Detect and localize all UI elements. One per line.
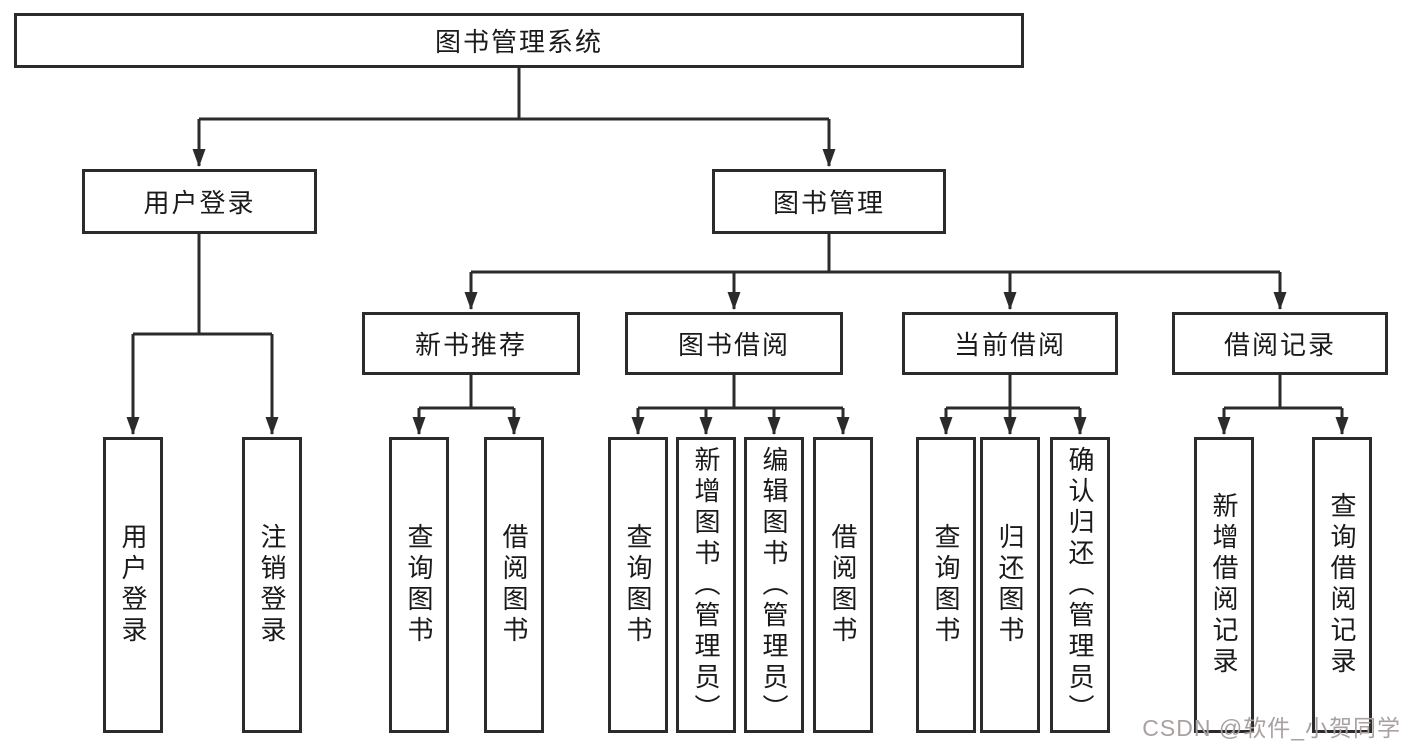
- leaf-records-query-record: 查询借阅记录: [1312, 437, 1372, 733]
- leaf-current-query-books: 查询图书: [916, 437, 976, 733]
- node-book-borrowing: 图书借阅: [625, 312, 843, 375]
- node-library-management-system: 图书管理系统: [14, 13, 1024, 68]
- leaf-borrowing-edit-books-admin: 编辑图书（管理员）: [744, 437, 804, 733]
- leaf-logout: 注销登录: [242, 437, 302, 733]
- node-label: 编辑图书（管理员）: [759, 445, 790, 725]
- leaf-borrowing-query-books: 查询图书: [608, 437, 668, 733]
- leaf-user-login: 用户登录: [103, 437, 163, 733]
- node-user-login: 用户登录: [82, 169, 317, 234]
- node-borrowing-records: 借阅记录: [1172, 312, 1388, 375]
- leaf-current-return-books: 归还图书: [980, 437, 1040, 733]
- csdn-watermark: CSDN @软件_小贺同学: [1142, 715, 1401, 741]
- node-label: 新增借阅记录: [1209, 492, 1240, 678]
- node-label: 新增图书（管理员）: [691, 445, 722, 725]
- node-label: 查询图书: [404, 523, 435, 647]
- node-label: 图书管理: [772, 188, 885, 218]
- node-label: 查询图书: [931, 523, 962, 647]
- node-new-book-recommend: 新书推荐: [362, 312, 580, 375]
- node-label: 确认归还（管理员）: [1065, 445, 1096, 725]
- leaf-borrowing-add-books-admin: 新增图书（管理员）: [676, 437, 736, 733]
- node-label: 借阅图书: [499, 523, 530, 647]
- node-label: 当前借阅: [953, 330, 1066, 360]
- node-label: 借阅图书: [828, 523, 859, 647]
- node-label: 归还图书: [995, 523, 1026, 647]
- node-label: 查询图书: [623, 523, 654, 647]
- node-label: 注销登录: [257, 523, 288, 647]
- node-label: 借阅记录: [1223, 330, 1336, 360]
- node-label: 新书推荐: [414, 330, 527, 360]
- node-label: 用户登录: [143, 188, 256, 218]
- node-label: 图书管理系统: [434, 27, 603, 57]
- node-book-management: 图书管理: [712, 169, 946, 234]
- leaf-current-confirm-return-admin: 确认归还（管理员）: [1050, 437, 1110, 733]
- node-current-borrowing: 当前借阅: [902, 312, 1118, 375]
- leaf-recommend-borrow-books: 借阅图书: [484, 437, 544, 733]
- node-label: 查询借阅记录: [1327, 492, 1358, 678]
- leaf-records-add-record: 新增借阅记录: [1194, 437, 1254, 733]
- leaf-borrowing-borrow-books: 借阅图书: [813, 437, 873, 733]
- node-label: 用户登录: [118, 523, 149, 647]
- node-label: 图书借阅: [677, 330, 790, 360]
- leaf-recommend-query-books: 查询图书: [389, 437, 449, 733]
